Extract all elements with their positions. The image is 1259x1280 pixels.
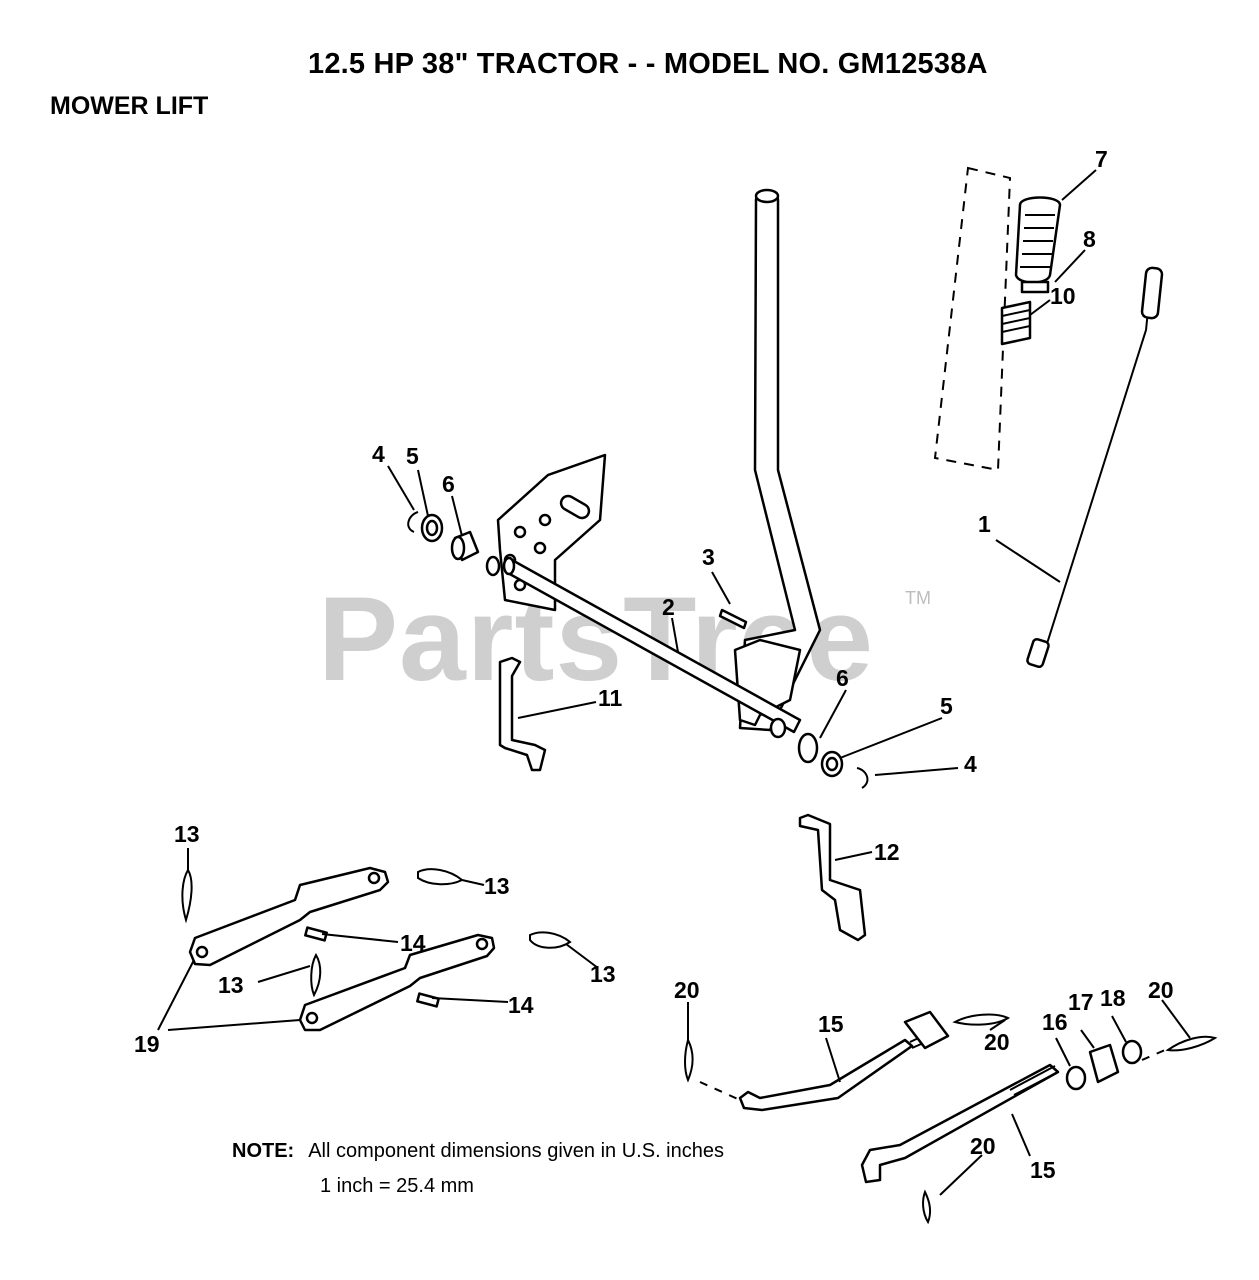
callout-12: 12 (874, 839, 900, 865)
nut-16 (1065, 1065, 1087, 1091)
clip-4-right (856, 767, 869, 789)
callout-13-c: 13 (218, 972, 244, 998)
callout-10: 10 (1050, 283, 1076, 309)
callout-17: 17 (1068, 989, 1094, 1015)
section-title: MOWER LIFT (50, 92, 209, 120)
link-arm-12 (798, 813, 867, 942)
hairpin-20-b (952, 1013, 1011, 1026)
callout-5-left: 5 (406, 443, 419, 469)
callout-16: 16 (1042, 1009, 1068, 1035)
callout-18: 18 (1100, 985, 1126, 1011)
callout-13-d: 13 (590, 961, 616, 987)
callout-6-right: 6 (836, 665, 849, 691)
hairpin-13-c (310, 952, 322, 998)
callout-20-d: 20 (970, 1133, 996, 1159)
hairpin-13-a (181, 868, 193, 924)
lift-rod (1044, 271, 1153, 651)
callout-4-left: 4 (372, 441, 385, 467)
pin-14-upper (304, 926, 328, 942)
lift-link-upper (188, 866, 390, 967)
washer-18 (1121, 1039, 1143, 1065)
note: NOTE: All component dimensions given in U… (232, 1140, 724, 1163)
adjust-rod-lower (860, 1063, 1060, 1184)
callout-6-left: 6 (442, 471, 455, 497)
callout-3: 3 (702, 544, 715, 570)
clip-4-left (407, 511, 419, 533)
diagram-title: 12.5 HP 38" TRACTOR - - MODEL NO. GM1253… (308, 48, 988, 80)
pin-3 (718, 608, 748, 630)
callout-19: 19 (134, 1031, 160, 1057)
pin-14-lower (416, 992, 440, 1008)
callout-13-b: 13 (484, 873, 510, 899)
callout-1: 1 (978, 511, 991, 537)
hairpin-13-d (529, 931, 572, 949)
callout-20-a: 20 (674, 977, 700, 1003)
callout-15-upper: 15 (818, 1011, 844, 1037)
callout-4-right: 4 (964, 751, 977, 777)
callout-20-b: 20 (984, 1029, 1010, 1055)
bushing-6-right (797, 732, 819, 764)
callout-14-a: 14 (400, 930, 426, 956)
callout-5-right: 5 (940, 693, 953, 719)
callout-13-a: 13 (174, 821, 200, 847)
callout-2: 2 (662, 594, 675, 620)
note-text: All component dimensions given in U.S. i… (308, 1140, 724, 1162)
callout-20-c: 20 (1148, 977, 1174, 1003)
trunnion-block-17 (1088, 1043, 1120, 1084)
lift-link-lower (298, 933, 496, 1032)
note-label: NOTE: (232, 1140, 295, 1162)
hairpin-20-a (684, 1037, 694, 1083)
callout-8: 8 (1083, 226, 1096, 252)
trunnion-upper (903, 1010, 950, 1050)
callout-11: 11 (598, 685, 623, 711)
note-conversion: 1 inch = 25.4 mm (320, 1175, 474, 1197)
handle-grip-outline (933, 166, 1012, 472)
adjust-rod-upper (738, 1038, 914, 1112)
hairpin-20-c (1165, 1035, 1218, 1052)
hairpin-20-d (922, 1189, 932, 1225)
watermark-trademark: TM (905, 588, 931, 608)
link-arm-11 (498, 656, 547, 772)
callout-15-lower: 15 (1030, 1157, 1056, 1183)
callout-14-b: 14 (508, 992, 534, 1018)
callout-7: 7 (1095, 146, 1108, 172)
grip-spacer (1020, 280, 1050, 294)
hairpin-13-b (417, 868, 464, 886)
